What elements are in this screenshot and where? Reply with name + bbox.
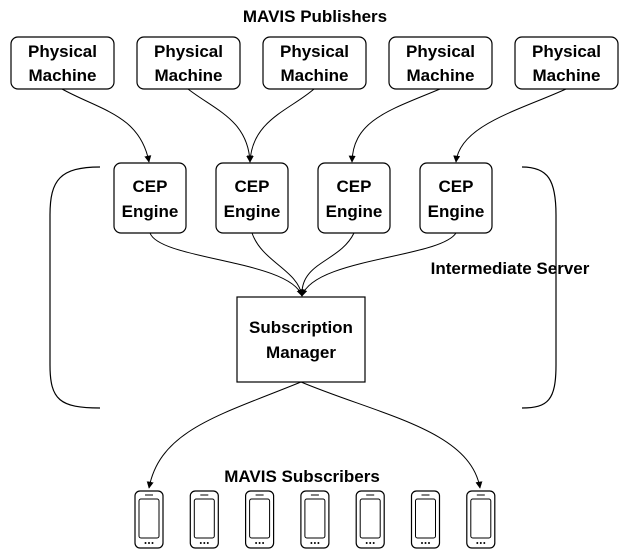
subscribers-title: MAVIS Subscribers bbox=[224, 467, 380, 486]
publisher-machine-1: Physical Machine bbox=[10, 36, 115, 90]
subscription-manager: Subscription Manager bbox=[236, 296, 366, 383]
engine-label-line1: CEP bbox=[133, 177, 168, 196]
intermediate-server-label: Intermediate Server bbox=[431, 259, 590, 278]
engine-label-line1: CEP bbox=[235, 177, 270, 196]
publisher-label-line1: Physical bbox=[280, 42, 349, 61]
edge-engine3-manager bbox=[298, 232, 355, 297]
publisher-label-line1: Physical bbox=[28, 42, 97, 61]
publisher-label-line2: Machine bbox=[154, 66, 222, 85]
smartphone-icon bbox=[189, 490, 219, 549]
cep-engine-4: CEP Engine bbox=[419, 162, 493, 234]
smartphone-icon bbox=[410, 490, 441, 549]
smartphone-icon bbox=[134, 490, 164, 549]
publishers-title: MAVIS Publishers bbox=[243, 7, 387, 26]
cep-engine-1: CEP Engine bbox=[113, 162, 187, 234]
publisher-machine-5: Physical Machine bbox=[514, 36, 619, 90]
edge-engine4-manager bbox=[300, 232, 457, 297]
engine-label-line1: CEP bbox=[337, 177, 372, 196]
server-bracket-right bbox=[521, 166, 557, 409]
smartphone-icon bbox=[245, 490, 275, 549]
edge-manager-subscribers-left bbox=[146, 381, 302, 489]
engine-label-line2: Engine bbox=[122, 202, 179, 221]
edge-publisher2-engine2 bbox=[187, 88, 254, 163]
edge-publisher5-engine4 bbox=[453, 88, 567, 163]
manager-label-line2: Manager bbox=[266, 343, 336, 362]
server-bracket-left bbox=[49, 166, 101, 409]
publisher-label-line2: Machine bbox=[406, 66, 474, 85]
cep-engine-3: CEP Engine bbox=[317, 162, 391, 234]
publisher-machine-2: Physical Machine bbox=[136, 36, 241, 90]
edge-publisher1-engine1 bbox=[61, 88, 152, 163]
publisher-machine-3: Physical Machine bbox=[262, 36, 367, 90]
edge-engine1-manager bbox=[149, 232, 304, 297]
smartphone-icon bbox=[355, 490, 385, 549]
engine-label-line2: Engine bbox=[428, 202, 485, 221]
smartphone-icon bbox=[300, 490, 330, 549]
engine-label-line2: Engine bbox=[326, 202, 383, 221]
publisher-machine-4: Physical Machine bbox=[388, 36, 493, 90]
subscriber-phones bbox=[134, 490, 496, 549]
engine-label-line2: Engine bbox=[224, 202, 281, 221]
edge-manager-subscribers-right bbox=[300, 381, 483, 489]
publisher-label-line1: Physical bbox=[532, 42, 601, 61]
publisher-label-line2: Machine bbox=[28, 66, 96, 85]
smartphone-icon bbox=[466, 490, 496, 549]
engine-label-line1: CEP bbox=[439, 177, 474, 196]
cep-engine-2: CEP Engine bbox=[215, 162, 289, 234]
publisher-label-line2: Machine bbox=[280, 66, 348, 85]
publisher-label-line1: Physical bbox=[154, 42, 223, 61]
edge-publisher4-engine3 bbox=[348, 88, 441, 163]
manager-label-line1: Subscription bbox=[249, 318, 353, 337]
publisher-label-line2: Machine bbox=[532, 66, 600, 85]
edge-publisher3-engine2 bbox=[246, 88, 315, 163]
edge-engine2-manager bbox=[251, 232, 305, 297]
publisher-label-line1: Physical bbox=[406, 42, 475, 61]
